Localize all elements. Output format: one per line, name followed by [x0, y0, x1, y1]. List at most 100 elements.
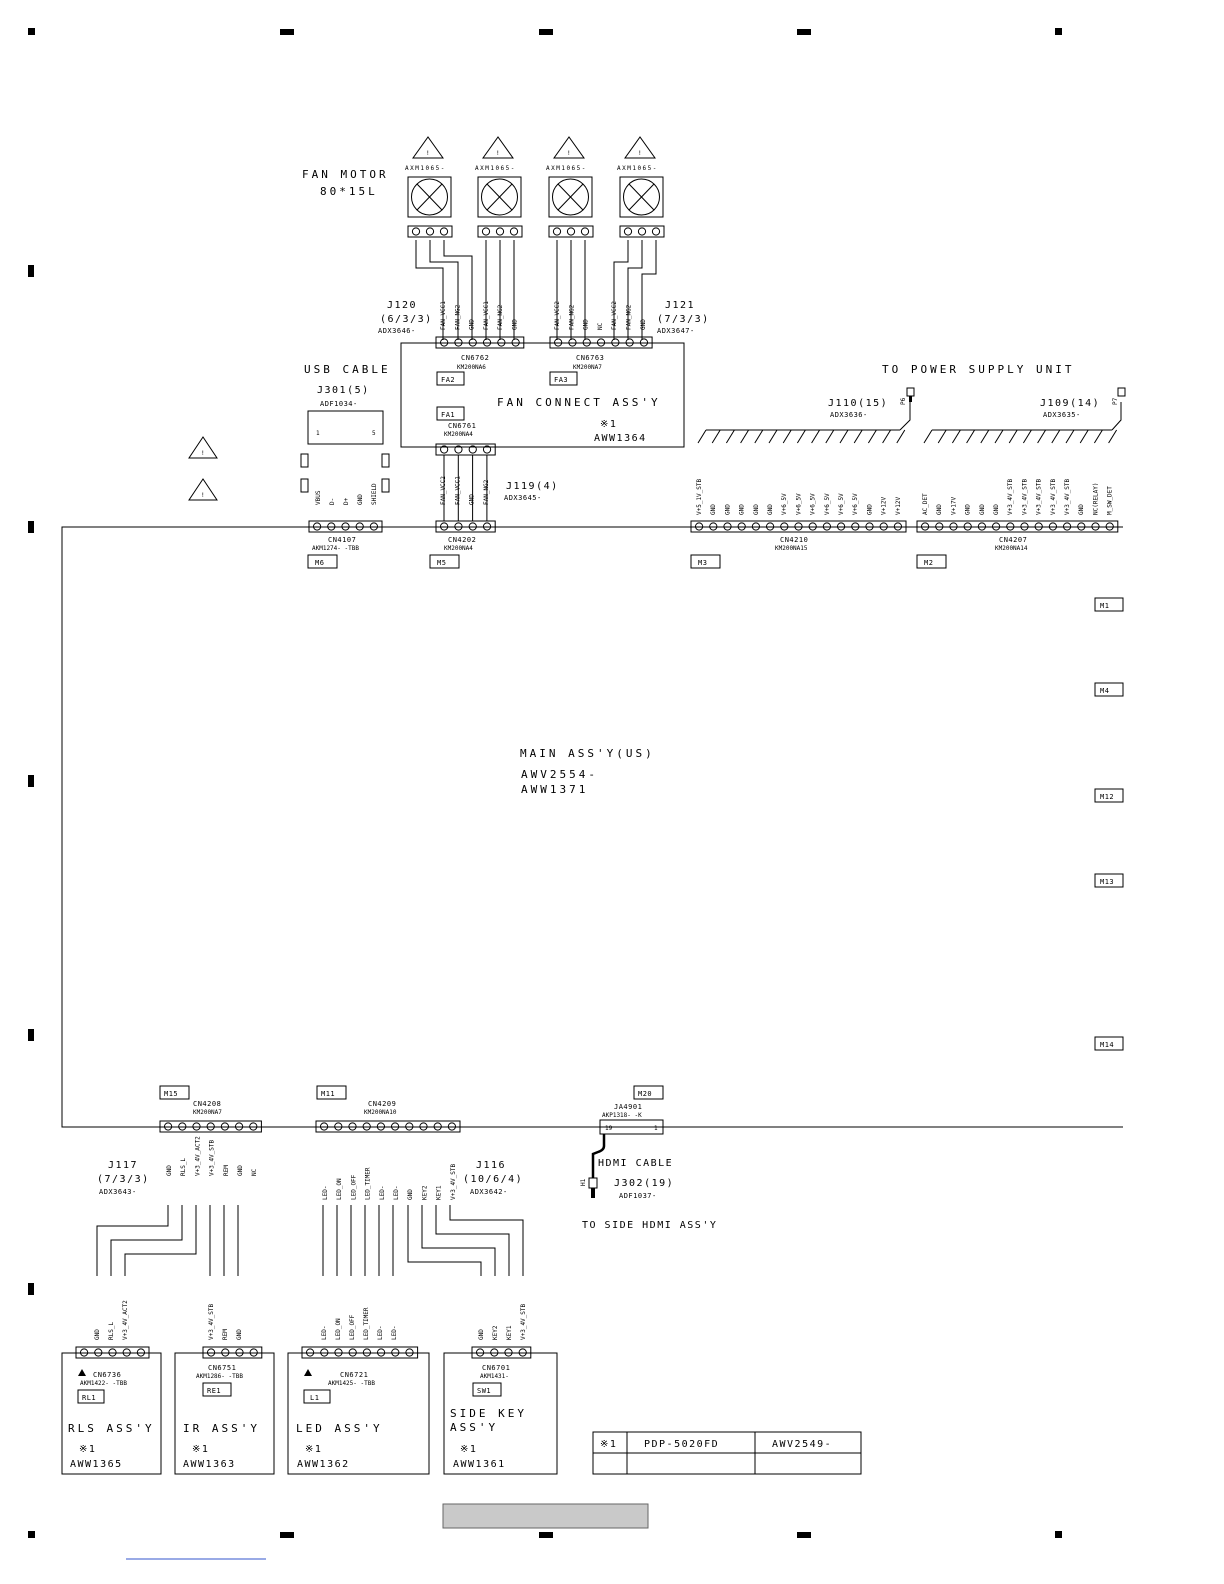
cn4209-pin	[334, 1122, 343, 1131]
j116-sub: (10/6/4)	[463, 1174, 523, 1185]
cn6721-pin	[320, 1348, 329, 1357]
cn4202-body	[435, 520, 496, 533]
j110-lead	[899, 402, 911, 431]
sidekey-pin-label: KEY1	[506, 1325, 513, 1340]
j120-pin-label: FAN_NG2	[497, 304, 504, 330]
j109-part: ADX3635-	[1043, 411, 1081, 419]
cn6762-name: CN6762	[461, 354, 489, 362]
j117-pin-label: GND	[237, 1165, 244, 1176]
j110-pin-label: GND	[739, 504, 746, 515]
j109-wire	[980, 429, 990, 444]
cn4209-pin	[362, 1122, 371, 1131]
led-cn-name: CN6721	[340, 1371, 368, 1379]
cn6763-pin	[568, 338, 577, 347]
cn4107-pin	[341, 522, 350, 531]
j116-pin-label: V+3_4V_STB	[450, 1163, 457, 1200]
cn6751-pin	[207, 1348, 216, 1357]
fan-part-label: AXM1065-	[617, 165, 658, 172]
rls-pin-label: RLS_L	[108, 1322, 115, 1340]
fan-part-label: AXM1065-	[546, 165, 587, 172]
sub-boards	[61, 1346, 558, 1475]
ir-cn-sub: AKM1286- -TBB	[196, 1373, 243, 1380]
j110-pin-label: V+12V	[881, 497, 888, 515]
cn6721-body	[301, 1346, 419, 1359]
cn6761-name: CN6761	[448, 422, 476, 430]
fan-connector-pin	[580, 227, 590, 236]
j110-name: J110(15)	[828, 398, 888, 409]
cn4107-pin	[369, 522, 378, 531]
cn4210-pin	[865, 522, 874, 531]
cn6763-pin	[611, 338, 620, 347]
j109-lead	[1111, 402, 1122, 431]
sidekey-cn-sub: AKM1431-	[480, 1373, 509, 1380]
cn4208-sub: KM200NA7	[193, 1109, 222, 1116]
j109-wire	[923, 429, 933, 444]
j109-pin-label: V+3_4V_STB	[1050, 478, 1057, 515]
usb-pin-label: SHIELD	[371, 483, 378, 505]
j119-part: ADX3645-	[504, 494, 542, 502]
note-table	[592, 1431, 862, 1475]
usb-connector-body	[307, 410, 384, 445]
warning-icon	[624, 136, 656, 159]
rls-part: AWW1365	[70, 1459, 123, 1470]
m6-tag: M6	[315, 559, 324, 567]
fan-connect-connectors	[435, 336, 653, 456]
cn4210-pin	[808, 522, 817, 531]
usb-pin-label: D+	[343, 497, 350, 505]
j110-wire	[882, 429, 892, 444]
cn6751-pin	[235, 1348, 244, 1357]
cn4210-name: CN4210	[780, 536, 808, 544]
cn6751-pin	[249, 1348, 258, 1357]
fan-connector-pin	[425, 227, 435, 236]
fan-cross	[557, 183, 584, 211]
j109-wire	[1037, 429, 1047, 444]
j110-pin-label: GND	[710, 504, 717, 515]
cn6751-body	[202, 1346, 263, 1359]
right-tag-label: M13	[1100, 878, 1114, 886]
j110-wire	[754, 429, 764, 444]
rls-cn-name: CN6736	[93, 1371, 121, 1379]
cn4209-body	[315, 1120, 461, 1133]
j110-wire	[896, 429, 906, 444]
cn4210-sub: KM200NA15	[775, 545, 808, 552]
cn6763-body	[549, 336, 653, 349]
cn4210-pin	[751, 522, 761, 531]
cn4207-pin	[1034, 522, 1043, 531]
right-tag-box	[1094, 1036, 1124, 1051]
cn6763-pin	[582, 338, 591, 347]
j110-wire	[782, 429, 792, 444]
hdmi-cable-label: HDMI CABLE	[598, 1158, 673, 1169]
j110-pin-label: V+6_5V	[838, 493, 845, 515]
led-pin-label: LED-	[321, 1326, 328, 1340]
j109-pin-label: AC_DET	[922, 493, 929, 515]
cn6721-pin	[334, 1348, 343, 1357]
j117-part: ADX3643-	[99, 1188, 137, 1196]
j109-wire	[994, 429, 1004, 444]
cn4107-body	[308, 520, 383, 533]
j121-pin-label: FAN_VCC2	[554, 301, 561, 330]
cn4208-pin	[220, 1122, 229, 1131]
fan-connect-mark: ※1	[600, 419, 617, 430]
cn4207-pin	[1063, 522, 1072, 531]
usb-pin-label: VBUS	[315, 490, 322, 505]
usb-pin-1: 1	[316, 430, 320, 437]
cn4202-sub: KM200NA4	[444, 545, 473, 552]
fan-housing	[477, 176, 522, 218]
cn4202-pin	[468, 522, 477, 531]
fan-rotor	[623, 178, 660, 216]
cn6701-pin	[490, 1348, 499, 1357]
fan-connect-part: AWW1364	[594, 433, 647, 444]
svg-text:!: !	[201, 450, 205, 457]
rls-pin-label: GND	[94, 1329, 101, 1340]
j121-sub: (7/3/3)	[657, 314, 710, 325]
cn6736-pin	[80, 1348, 89, 1357]
j116-pin-label: LED_ON	[336, 1178, 343, 1200]
j109-pin-label: V+17V	[950, 497, 957, 515]
cn4202-name: CN4202	[448, 536, 476, 544]
cn6721-pin	[348, 1348, 357, 1357]
sidekey-pin-label: V+3_4V_STB	[520, 1303, 527, 1340]
right-tag-label: M4	[1100, 687, 1109, 695]
cn4209-pin	[419, 1122, 428, 1131]
